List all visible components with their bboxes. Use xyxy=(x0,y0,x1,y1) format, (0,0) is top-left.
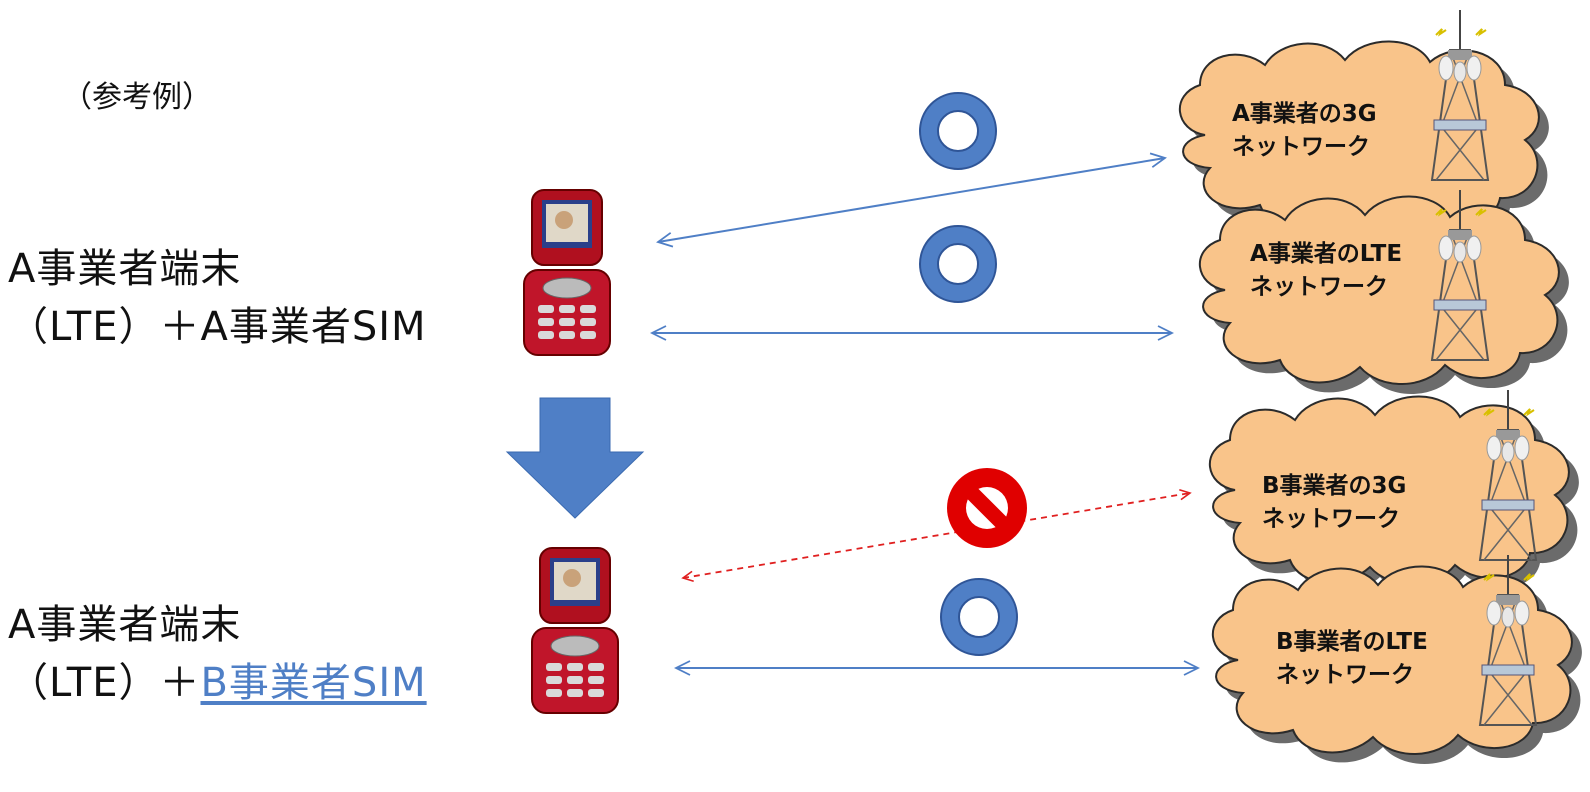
link-line-a3g xyxy=(658,158,1165,242)
link-line-b3g-blocked xyxy=(681,488,1192,583)
phone-icon xyxy=(531,547,619,714)
scenario-top-sim: A事業者SIM xyxy=(200,304,427,350)
scenario-bottom-sim-link[interactable]: B事業者SIM xyxy=(200,660,427,706)
scenario-top-device: A事業者端末 xyxy=(8,246,242,292)
down-arrow-icon xyxy=(505,397,645,519)
reference-label: （参考例） xyxy=(62,80,212,115)
scenario-top-label: A事業者端末 （LTE）＋A事業者SIM xyxy=(8,240,427,356)
scenario-bottom-label: A事業者端末 （LTE）＋B事業者SIM xyxy=(8,596,427,712)
phone-icon xyxy=(523,189,611,356)
scenario-bottom-sim-line: （LTE）＋B事業者SIM xyxy=(8,660,427,706)
scenario-bottom-device: A事業者端末 xyxy=(8,602,242,648)
prohibited-icon xyxy=(947,468,1027,548)
ok-circle-icon xyxy=(921,94,995,168)
ok-circle-icon xyxy=(942,580,1016,654)
scenario-top-sim-line: （LTE）＋A事業者SIM xyxy=(8,304,427,350)
ok-circle-icon xyxy=(921,227,995,301)
